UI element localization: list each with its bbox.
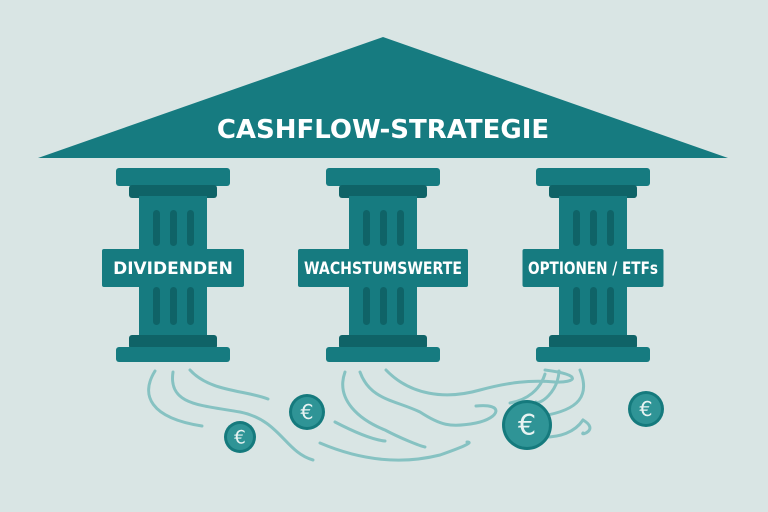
pillar-flute <box>153 287 160 325</box>
cashflow-waves <box>147 368 592 462</box>
wave-line <box>318 440 471 462</box>
pillar-abacus <box>129 185 217 198</box>
euro-coin-icon: € <box>502 400 552 450</box>
pillar-abacus <box>339 185 427 198</box>
roof: CASHFLOW-STRATEGIE <box>38 37 728 158</box>
roof-triangle <box>38 37 728 158</box>
wave-line <box>540 368 586 418</box>
pillar-flute <box>607 287 614 325</box>
pillar-base-torus <box>339 335 427 349</box>
pillar-label-box <box>298 249 468 287</box>
pillar-flute <box>380 210 387 246</box>
pillar-flute <box>380 287 387 325</box>
pillar-label: DIVIDENDEN <box>113 259 233 279</box>
pillar-flute <box>397 287 404 325</box>
pillar-label: OPTIONEN / ETFs <box>528 259 658 279</box>
pillar-flute <box>607 210 614 246</box>
coins: € € € € <box>224 391 664 453</box>
pillar-base-torus <box>549 335 637 349</box>
pillar-flute <box>590 210 597 246</box>
pillar-label-box <box>102 249 244 287</box>
wave-line <box>534 369 561 404</box>
pillar-flute <box>363 287 370 325</box>
pillar-plinth <box>116 347 230 362</box>
euro-symbol: € <box>518 408 536 442</box>
pillar-capital <box>536 168 650 186</box>
wave-line <box>171 370 315 462</box>
pillar-flute <box>573 287 580 325</box>
euro-coin-icon: € <box>628 391 664 427</box>
pillar-flute <box>363 210 370 246</box>
wave-line <box>333 420 387 443</box>
pillar-flute <box>397 210 404 246</box>
diagram-title: CASHFLOW-STRATEGIE <box>217 115 549 145</box>
wave-line <box>581 418 592 436</box>
pillar-capital <box>116 168 230 186</box>
euro-coin-icon: € <box>224 421 256 453</box>
wave-line <box>384 368 574 397</box>
pillar-abacus <box>549 185 637 198</box>
pillar-flute <box>153 210 160 246</box>
wave-line <box>341 370 427 449</box>
wave-line <box>358 370 498 427</box>
pillar-3: OPTIONEN / ETFs <box>522 168 664 362</box>
pillar-plinth <box>326 347 440 362</box>
pillar-flute <box>590 287 597 325</box>
pillar-flute <box>170 287 177 325</box>
wave-line <box>188 368 270 401</box>
pillar-label-box <box>522 249 664 287</box>
pillar-flute <box>170 210 177 246</box>
wave-line <box>508 372 547 405</box>
wave-line <box>147 369 204 428</box>
pillar-plinth <box>536 347 650 362</box>
euro-symbol: € <box>234 427 246 448</box>
pillar-flute <box>187 210 194 246</box>
euro-symbol: € <box>300 400 313 424</box>
euro-symbol: € <box>639 397 652 421</box>
pillar-flute <box>573 210 580 246</box>
pillar-1: DIVIDENDEN <box>102 168 244 362</box>
pillar-base-torus <box>129 335 217 349</box>
pillar-flute <box>187 287 194 325</box>
euro-coin-icon: € <box>289 394 325 430</box>
pillar-capital <box>326 168 440 186</box>
pillar-2: WACHSTUMSWERTE <box>298 168 468 362</box>
pillar-label: WACHSTUMSWERTE <box>304 259 462 279</box>
